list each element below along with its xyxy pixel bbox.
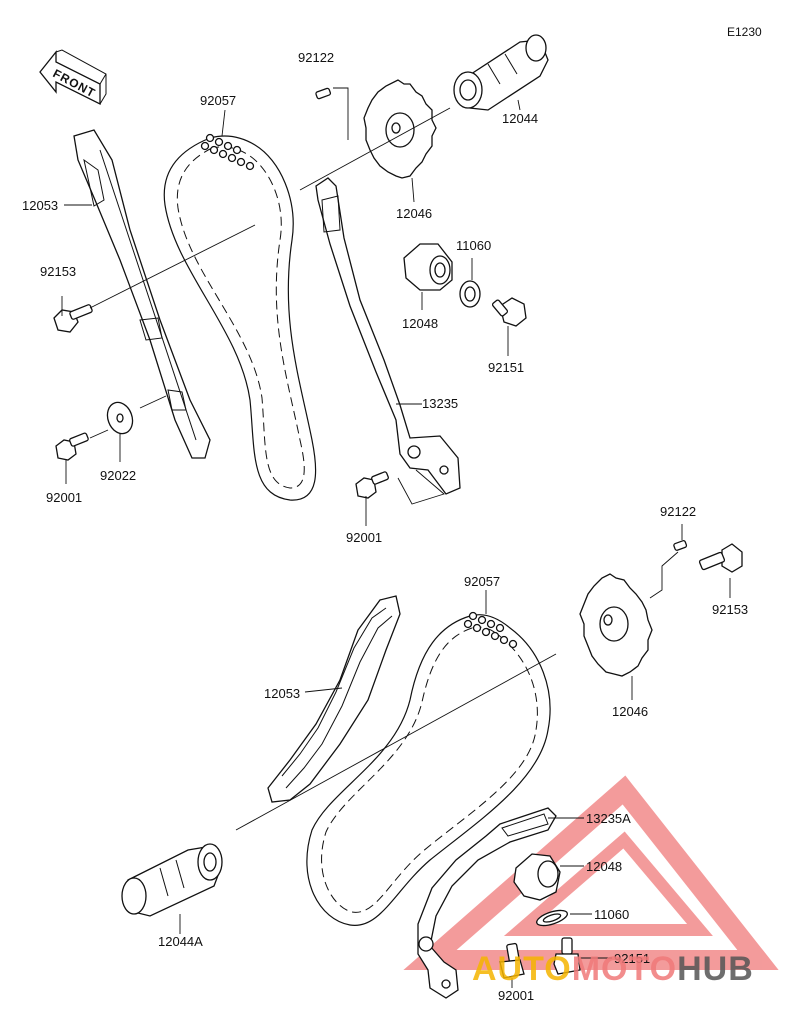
watermark-text: AUTOMOTOHUB [472,950,754,988]
label-92001-mid: 92001 [346,530,382,545]
tensioner-bottom [513,853,561,901]
label-92001-bottom: 92001 [498,988,534,1003]
watermark-part1: AUTO [472,950,572,988]
cam-chain-top [163,133,317,501]
watermark-part3: HUB [677,950,754,988]
label-92022: 92022 [100,468,136,483]
part-labels: 92122 92057 12044 12053 12046 11060 9215… [22,50,748,1003]
chain-guide-bottom [267,595,401,803]
cam-sprocket-bottom [579,573,653,677]
bolt-92001-left [55,432,89,461]
pin-92122-top [315,87,349,140]
tensioner-top [403,243,453,291]
leaders-bottom [179,524,731,988]
tensioner-guide-bottom [417,807,557,999]
label-13235A: 13235A [586,811,631,826]
bolt-92151-bottom [553,937,581,975]
chain-guide-top [73,129,211,459]
label-92153-top: 92153 [40,264,76,279]
label-92057-bottom: 92057 [464,574,500,589]
label-12046-bottom: 12046 [612,704,648,719]
leaders-top [61,99,521,526]
watermark-part2: MOTO [572,950,677,988]
bolt-92001-mid [355,471,389,499]
label-12053-top: 12053 [22,198,58,213]
bolt-92153-bottom [698,543,743,573]
tensioner-guide-top [315,177,461,495]
label-92153-bottom: 92153 [712,602,748,617]
svg-text:AUTOMOTOHUB: AUTOMOTOHUB [472,950,754,988]
bolt-92153-top [53,304,93,333]
label-92151-bottom: 92151 [614,951,650,966]
diagram-code: E1230 [727,25,762,39]
chain-links-top [200,133,255,171]
camshaft-top [453,34,549,111]
label-92001-left: 92001 [46,490,82,505]
label-92122-top: 92122 [298,50,334,65]
chain-links-bottom [463,611,518,649]
label-92057-top: 92057 [200,93,236,108]
washer-92022 [106,401,134,435]
label-92122-bottom: 92122 [660,504,696,519]
gasket-top [459,280,481,308]
label-11060-top: 11060 [456,238,491,253]
pin-92122-bottom [649,540,688,599]
cam-sprocket-top [363,79,437,179]
label-12053-bottom: 12053 [264,686,300,701]
cam-chain-bottom [306,611,551,926]
camshaft-bottom [121,843,223,917]
label-12048-top: 12048 [402,316,438,331]
label-12044A: 12044A [158,934,203,949]
label-12046-top: 12046 [396,206,432,221]
label-12044: 12044 [502,111,538,126]
bolt-92151-top [491,297,527,327]
bolt-92001-bottom [499,942,525,979]
front-arrow-icon: FRONT [39,49,107,106]
label-12048-bottom: 12048 [586,859,622,874]
label-92151-top: 92151 [488,360,524,375]
gasket-bottom [536,909,568,927]
label-13235: 13235 [422,396,458,411]
label-11060-bottom: 11060 [594,907,629,922]
